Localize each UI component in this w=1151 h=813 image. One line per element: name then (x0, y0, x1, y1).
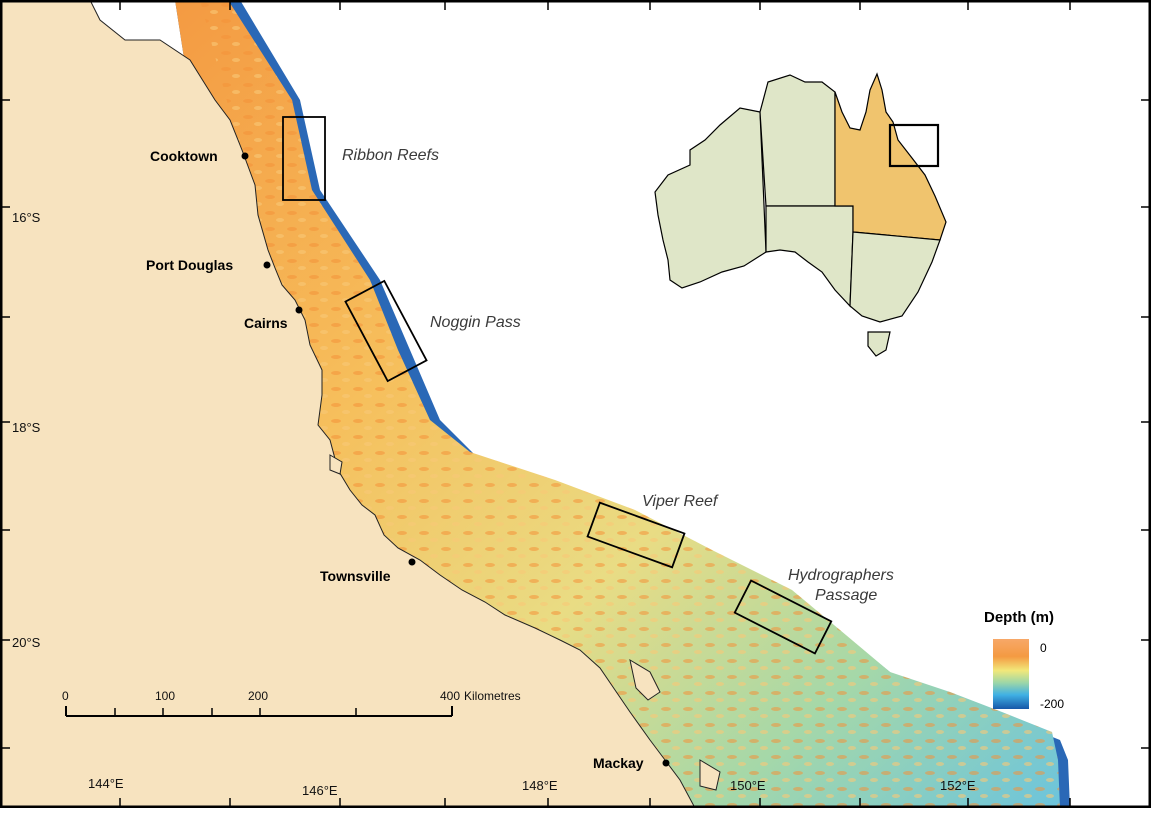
site-box (344, 279, 428, 383)
inset-state-nt (759, 74, 836, 207)
site-box (586, 501, 686, 569)
inset-locator-box (888, 123, 940, 168)
inset-state-wa (654, 107, 767, 289)
site-label: Viper Reef (642, 493, 719, 510)
scale-tick-label: 400 (440, 689, 460, 703)
legend-min-label: -200 (1040, 697, 1064, 711)
latitude-label: 16°S (12, 210, 41, 225)
town-label: Cooktown (150, 148, 218, 164)
scale-tick-label: 100 (155, 689, 175, 703)
mainland (0, 0, 696, 809)
legend-color-ramp (993, 639, 1029, 709)
town-marker (295, 306, 303, 314)
scale-tick-label: 200 (248, 689, 268, 703)
town-marker (241, 152, 249, 160)
island (629, 658, 661, 701)
town-label: Port Douglas (146, 257, 233, 273)
site-noggin-pass: Noggin Pass (344, 279, 521, 383)
scale-bar: 0 100 200 400 Kilometres (62, 689, 521, 717)
island (329, 454, 343, 475)
inset-state-nsw-vic (849, 231, 941, 323)
legend-title: Depth (m) (984, 609, 1054, 626)
town-cooktown: Cooktown (150, 148, 249, 164)
site-box (282, 116, 326, 201)
longitude-label: 148°E (522, 778, 558, 793)
longitude-label: 152°E (940, 778, 976, 793)
scale-unit-label: Kilometres (464, 689, 521, 703)
scale-tick-label: 0 (62, 689, 69, 703)
legend-max-label: 0 (1040, 641, 1047, 655)
latitude-label: 20°S (12, 635, 41, 650)
town-port-douglas: Port Douglas (146, 257, 271, 273)
island (699, 759, 721, 791)
town-marker (263, 261, 271, 269)
site-label: Noggin Pass (430, 314, 521, 331)
reef-texture (200, 0, 1060, 808)
site-label: Hydrographers (788, 567, 894, 584)
site-label: Ribbon Reefs (342, 147, 439, 164)
town-townsville: Townsville (320, 558, 416, 584)
town-label: Mackay (593, 755, 644, 771)
town-mackay: Mackay (593, 755, 670, 771)
site-ribbon-reefs: Ribbon Reefs (282, 116, 439, 201)
inset-map-australia (654, 72, 947, 357)
town-marker (662, 759, 670, 767)
site-hydrographers-passage: Hydrographers Passage (733, 567, 894, 655)
town-marker (408, 558, 416, 566)
site-box (733, 579, 833, 655)
town-label: Cairns (244, 315, 288, 331)
inset-state-tasmania (867, 331, 891, 357)
site-viper-reef: Viper Reef (586, 493, 719, 569)
town-cairns: Cairns (244, 306, 303, 331)
longitude-label: 144°E (88, 776, 124, 791)
longitude-label: 146°E (302, 783, 338, 798)
site-label: Passage (815, 587, 877, 604)
longitude-label: 150°E (730, 778, 766, 793)
depth-legend: Depth (m) 0 -200 (984, 609, 1064, 711)
latitude-label: 18°S (12, 420, 41, 435)
town-label: Townsville (320, 568, 391, 584)
